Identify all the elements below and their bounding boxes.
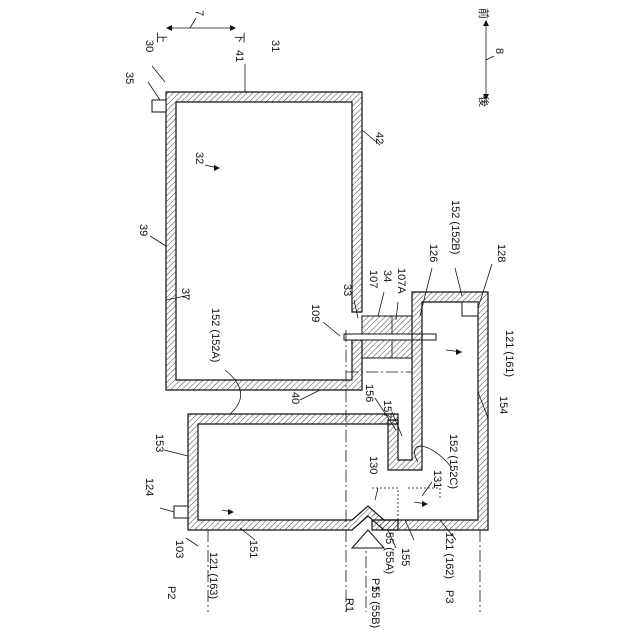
label-34: 34 [381,270,393,282]
label-128: 128 [495,244,507,262]
label-152b: 152 (152B) [449,200,461,254]
label-121-161: 121 (161) [503,330,515,377]
label-40: 40 [289,392,301,404]
label-156: 156 [363,384,375,402]
label-37: 37 [179,288,191,300]
label-126: 126 [427,244,439,262]
label-121-163: 121 (163) [207,552,219,599]
upper-tank-wall [166,92,362,390]
label-32: 32 [193,152,205,164]
dir-front: 前 [477,8,491,19]
label-P3: P3 [443,590,455,603]
label-107a: 107A [395,268,407,294]
dir-down: 下 [233,32,245,43]
connector-107-top [362,316,412,334]
label-30: 30 [143,40,155,52]
label-109: 109 [309,304,321,322]
lower-tank-wall [188,414,398,530]
connector-107-bottom [362,340,412,358]
dotted-131 [408,488,440,500]
label-55-55b: 55 (55B) [369,586,381,628]
label-39: 39 [137,224,149,236]
label-103: 103 [173,540,185,558]
label-151: 151 [247,540,259,558]
label-55-55a: 55 (55A) [383,532,395,574]
dir-h-ref: 8 [493,48,505,54]
label-P2: P2 [165,586,177,599]
label-R1: R1 [343,598,355,612]
label-124: 124 [143,478,155,496]
label-153: 153 [153,434,165,452]
arrow-55-triangle [352,530,384,548]
label-130: 130 [367,456,379,474]
dir-rear: 後 [477,96,491,107]
label-41: 41 [233,50,245,62]
dir-v-ref: 7 [193,10,205,16]
port-124 [174,506,188,518]
port-35 [152,100,166,112]
label-31: 31 [269,40,281,52]
label-42: 42 [373,132,385,144]
label-107: 107 [367,270,379,288]
label-152c: 152 (152C) [447,434,459,489]
label-155: 155 [399,548,411,566]
lower-tank [174,414,398,530]
label-33: 33 [341,284,353,296]
label-152a: 152 (152A) [209,308,221,362]
direction-vertical [166,18,236,31]
fitting-128 [462,302,478,316]
dir-up: 上 [155,32,168,43]
label-35: 35 [123,72,135,84]
label-131: 131 [431,470,443,488]
upper-tank [152,92,362,390]
label-154: 154 [497,396,509,414]
label-121-162: 121 (162) [443,532,455,579]
direction-horizontal [483,20,494,100]
label-157: 157 [381,400,393,418]
